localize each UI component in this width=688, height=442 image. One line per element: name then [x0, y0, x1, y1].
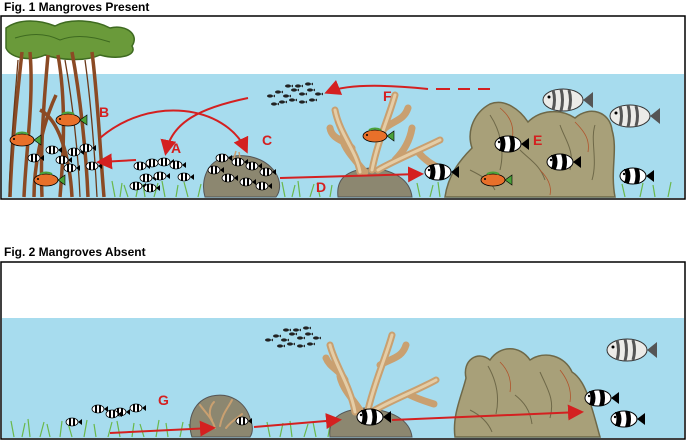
figure-1-panel: A B C D E F	[0, 15, 686, 200]
arrow-a	[160, 97, 249, 156]
label-a: A	[171, 140, 181, 156]
branching-coral-icon	[322, 331, 440, 438]
migration-arrows	[109, 404, 584, 437]
arrow-d	[279, 166, 424, 183]
figure-2-panel: G	[0, 261, 686, 440]
rock-icon	[203, 150, 281, 198]
arrow-g1	[109, 420, 216, 437]
figure-2-title: Fig. 2 Mangroves Absent	[4, 245, 146, 259]
figure-1-title: Fig. 1 Mangroves Present	[4, 0, 150, 14]
label-c: C	[262, 132, 272, 148]
label-b: B	[99, 104, 109, 120]
label-d: D	[316, 179, 326, 195]
arrow-f	[324, 80, 429, 95]
arrow-g3	[391, 404, 584, 421]
migration-arrows	[96, 80, 490, 183]
arrow-c	[99, 109, 249, 154]
seagrass-icon	[111, 180, 672, 198]
label-e: E	[533, 132, 542, 148]
mangrove-tree-icon	[5, 20, 135, 198]
label-f: F	[383, 88, 392, 104]
arrow-g2	[253, 413, 342, 429]
arrow-b	[96, 153, 137, 170]
label-g: G	[158, 392, 169, 408]
